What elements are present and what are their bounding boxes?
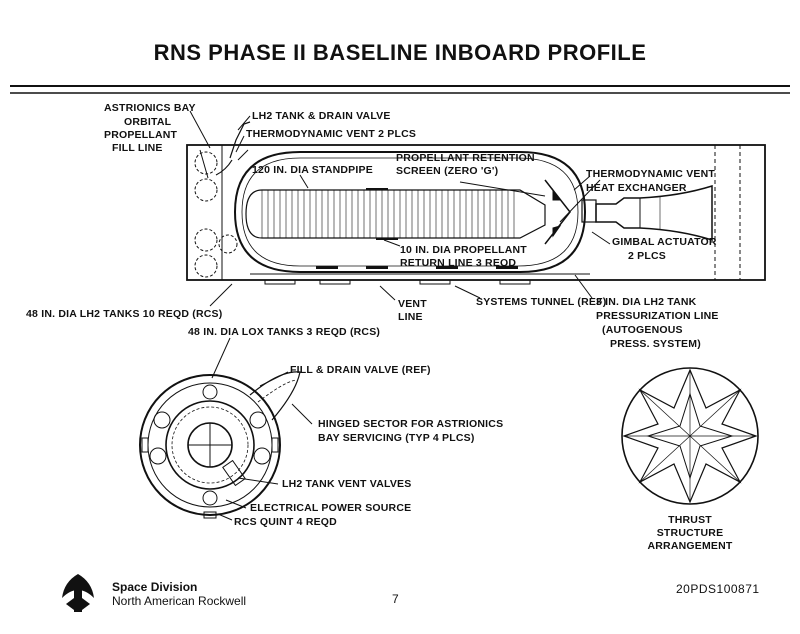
thrust-structure-diagram — [621, 367, 759, 505]
leader-lines-end-view — [211, 337, 313, 521]
label-astrionics-bay: ASTRIONICS BAY — [104, 102, 196, 114]
label-lh2-vent-valves: LH2 TANK VENT VALVES — [282, 478, 412, 490]
label-lh2-tank-drain-valve: LH2 TANK & DRAIN VALVE — [252, 110, 391, 122]
label-electrical-power: ELECTRICAL POWER SOURCE — [250, 502, 412, 514]
label-orbital-line-2: PROPELLANT — [104, 129, 178, 141]
label-rcs-quint: RCS QUINT 4 REQD — [234, 516, 337, 528]
label-thrust-1: THRUST — [668, 514, 712, 526]
side-profile — [186, 121, 766, 285]
label-thermodynamic-vent-2plcs: THERMODYNAMIC VENT 2 PLCS — [246, 128, 417, 140]
label-vent-line-1: VENT — [398, 298, 427, 310]
label-propellant-retention-1: PROPELLANT RETENTION — [396, 152, 535, 164]
footer-org-line-1: Space Division — [112, 580, 198, 594]
label-pressurization-1: 3 IN. DIA LH2 TANK — [596, 296, 697, 308]
label-gimbal-actuator-1: GIMBAL ACTUATOR — [612, 236, 717, 248]
screen-mark — [552, 188, 561, 201]
standpipe — [245, 189, 546, 239]
page-number: 7 — [392, 592, 399, 606]
end-view — [139, 371, 301, 519]
stage-envelope — [186, 144, 766, 281]
end-view-dashed-ring — [171, 406, 249, 484]
label-orbital-line-1: ORBITAL — [124, 116, 172, 128]
page-title: RNS PHASE II BASELINE INBOARD PROFILE — [153, 40, 647, 65]
main-lh2-tank — [233, 151, 587, 273]
label-propellant-retention-2: SCREEN (ZERO 'G') — [396, 165, 499, 177]
hinged-sector — [249, 371, 301, 421]
label-thrust-3: ARRANGEMENT — [647, 540, 733, 552]
label-thermo-vent-hx-1: THERMODYNAMIC VENT — [586, 168, 716, 180]
label-pressurization-2: PRESSURIZATION LINE — [596, 310, 719, 322]
rcs-lh2-tanks-profile — [194, 151, 238, 278]
end-view-outer-ring — [139, 374, 281, 516]
label-lox-tanks: 48 IN. DIA LOX TANKS 3 REQD (RCS) — [188, 326, 381, 338]
footer-org-line-2: North American Rockwell — [112, 594, 247, 608]
label-standpipe: 120 IN. DIA STANDPIPE — [252, 164, 373, 176]
nuclear-engine — [581, 184, 713, 242]
label-fill-drain-ref: FILL & DRAIN VALVE (REF) — [290, 364, 431, 376]
rockwell-rocket-logo-icon — [62, 574, 94, 612]
label-vent-line-2: LINE — [398, 311, 423, 323]
label-pressurization-3: (AUTOGENOUS — [602, 324, 683, 336]
retention-screen — [544, 179, 571, 245]
label-hinged-sector-2: BAY SERVICING (TYP 4 PLCS) — [318, 432, 475, 444]
document-id: 20PDS100871 — [676, 582, 760, 596]
vent-line-top — [237, 149, 249, 161]
leader-lines-profile — [189, 110, 611, 307]
label-propellant-return-1: 10 IN. DIA PROPELLANT — [400, 244, 527, 256]
label-pressurization-4: PRESS. SYSTEM) — [610, 338, 701, 350]
label-systems-tunnel: SYSTEMS TUNNEL (REF) — [476, 296, 607, 308]
lh2-drain-line — [229, 121, 251, 159]
label-thermo-vent-hx-2: HEAT EXCHANGER — [586, 182, 687, 194]
label-propellant-return-2: RETURN LINE 3 REQD — [400, 257, 517, 269]
label-hinged-sector-1: HINGED SECTOR FOR ASTRIONICS — [318, 418, 504, 430]
thrust-structure-ring — [621, 367, 759, 505]
label-lh2-tanks-rcs: 48 IN. DIA LH2 TANKS 10 REQD (RCS) — [26, 308, 223, 320]
screen-mark-2 — [552, 225, 562, 238]
label-orbital-line-3: FILL LINE — [112, 142, 163, 154]
label-gimbal-actuator-2: 2 PLCS — [628, 250, 666, 262]
end-view-tank-ring — [165, 400, 255, 490]
label-thrust-2: STRUCTURE — [656, 527, 724, 539]
fill-line — [215, 159, 233, 176]
